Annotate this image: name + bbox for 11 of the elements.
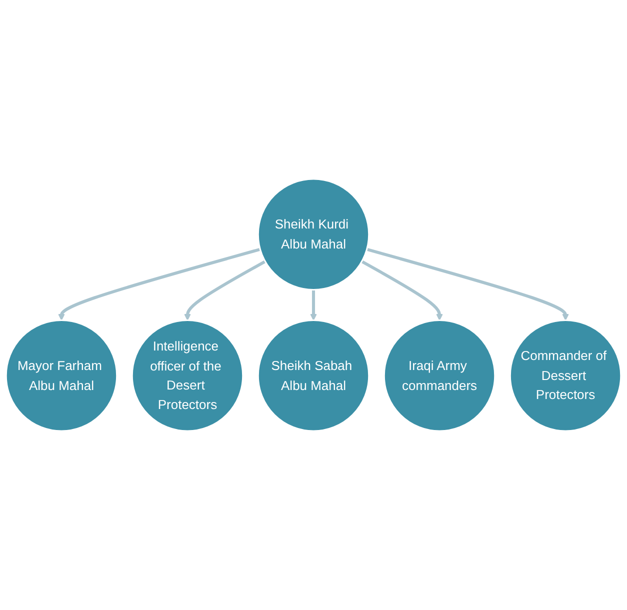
arrow [310, 290, 317, 321]
arrow [366, 248, 569, 321]
arrow [184, 260, 266, 321]
node-circle: Intelligence officer of the Desert Protectors [131, 320, 244, 432]
node-circle: Commander of Dessert Protectors [509, 320, 622, 432]
node-circle: Iraqi Army commanders [383, 320, 496, 432]
node-circle: Sheikh Sabah Albu Mahal [257, 320, 370, 432]
node-circle: Mayor Farham Albu Mahal [5, 320, 118, 432]
arrow [361, 260, 443, 321]
arrow [58, 248, 261, 321]
node-circle: Sheikh Kurdi Albu Mahal [257, 178, 370, 290]
